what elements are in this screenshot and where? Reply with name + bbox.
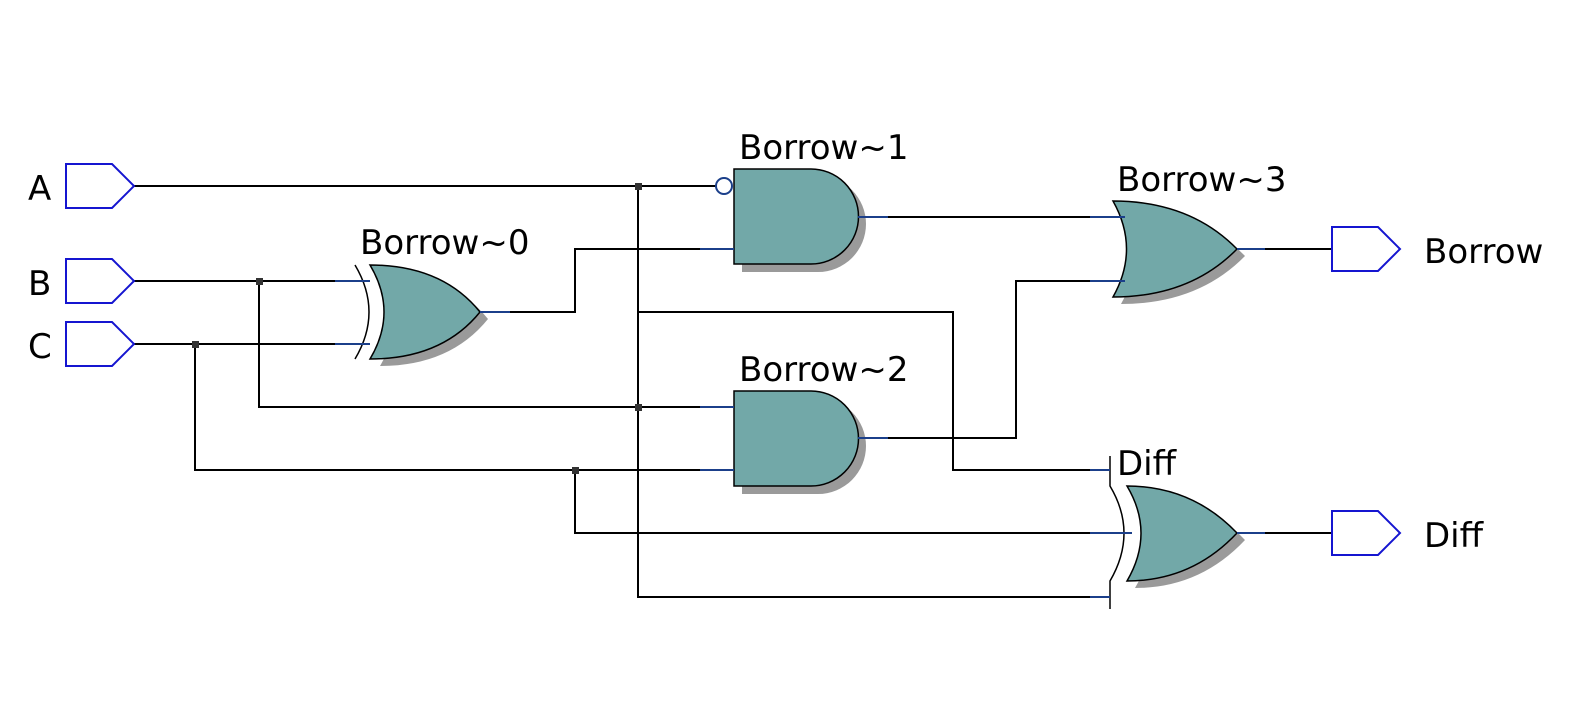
gate-label-borrow2: Borrow~2 <box>739 350 908 390</box>
junctions <box>192 183 642 474</box>
output-label-diff: Diff <box>1424 516 1485 556</box>
input-port-c[interactable]: C <box>28 321 136 367</box>
gate-label-borrow3: Borrow~3 <box>1117 160 1286 200</box>
wire-a-branch[interactable] <box>637 186 1090 471</box>
wire-borrow0-to-diff[interactable] <box>574 470 1090 534</box>
gate-label-borrow0: Borrow~0 <box>360 223 529 263</box>
input-port-b[interactable]: B <box>28 258 136 304</box>
input-label-c: C <box>28 327 52 367</box>
gate-borrow3-or[interactable]: Borrow~3 <box>1090 160 1286 304</box>
wire-c-branch[interactable] <box>194 344 716 471</box>
junction-dot <box>635 404 642 411</box>
gate-borrow0-xor[interactable]: Borrow~0 <box>335 223 529 366</box>
wire-borrow2-out[interactable] <box>888 280 1095 439</box>
output-port-borrow[interactable]: Borrow <box>1331 226 1543 272</box>
junction-dot <box>635 183 642 190</box>
junction-dot <box>572 467 579 474</box>
wire-borrow0-out[interactable] <box>510 248 716 313</box>
output-label-borrow: Borrow <box>1424 232 1543 272</box>
gate-diff-xor[interactable]: Diff <box>1090 444 1265 609</box>
gate-borrow2-and[interactable]: Borrow~2 <box>700 350 908 494</box>
gate-label-borrow1: Borrow~1 <box>739 128 908 168</box>
junction-dot <box>256 278 263 285</box>
input-port-a[interactable]: A <box>28 163 136 209</box>
input-label-a: A <box>28 169 51 209</box>
junction-dot <box>192 341 199 348</box>
wire-b-branch[interactable] <box>258 281 716 408</box>
input-label-b: B <box>28 264 51 304</box>
output-port-diff[interactable]: Diff <box>1331 510 1485 556</box>
inversion-bubble <box>715 177 733 195</box>
gate-borrow1-and[interactable]: Borrow~1 <box>700 128 908 272</box>
gate-label-diff: Diff <box>1117 444 1178 484</box>
